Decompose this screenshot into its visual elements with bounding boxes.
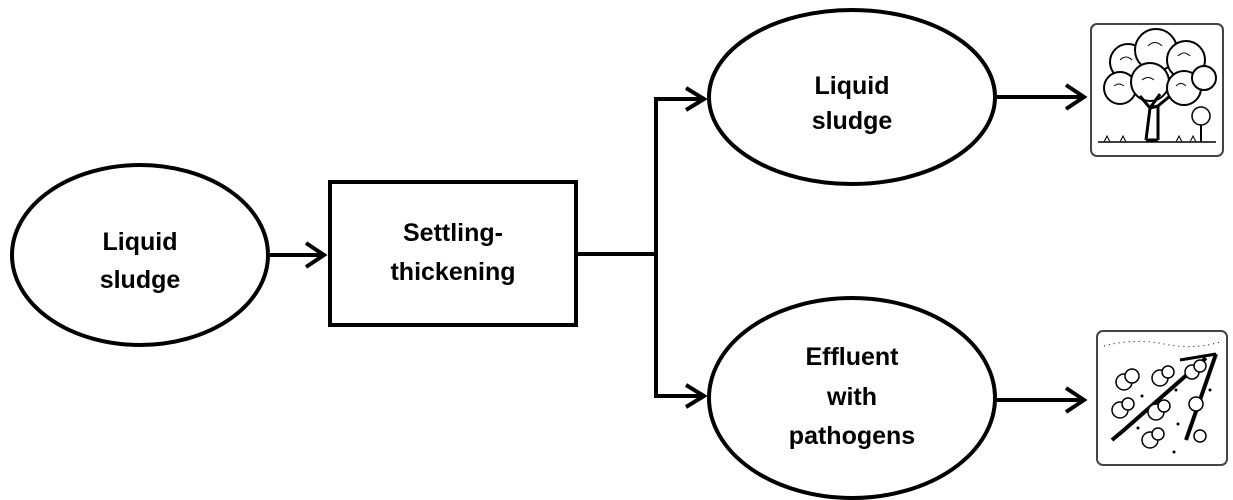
process-label-line1: Settling- [403, 219, 503, 247]
branch-connector [576, 86, 708, 409]
output-top-label-line1: Liquid [815, 72, 890, 100]
output-top-label-line2: sludge [812, 107, 893, 135]
arrow-bottom-to-field [995, 386, 1088, 414]
output-bottom-node: Effluent with pathogens [707, 296, 997, 500]
output-bottom-label-line3: pathogens [789, 422, 915, 450]
output-bottom-label-line2: with [826, 383, 877, 411]
process-label-line2: thickening [390, 258, 515, 286]
input-node: Liquid sludge [10, 163, 270, 347]
irrigated-field-icon [1096, 330, 1228, 466]
input-label-line2: sludge [100, 266, 181, 294]
arrow-top-to-tree [995, 83, 1088, 111]
arrow-input-to-process [268, 241, 328, 269]
process-box [328, 180, 578, 327]
output-top-node: Liquid sludge [707, 8, 997, 186]
output-bottom-label-line1: Effluent [805, 343, 899, 371]
input-label-line1: Liquid [103, 228, 178, 256]
tree-icon [1090, 23, 1224, 157]
process-node: Settling- thickening [328, 180, 578, 327]
